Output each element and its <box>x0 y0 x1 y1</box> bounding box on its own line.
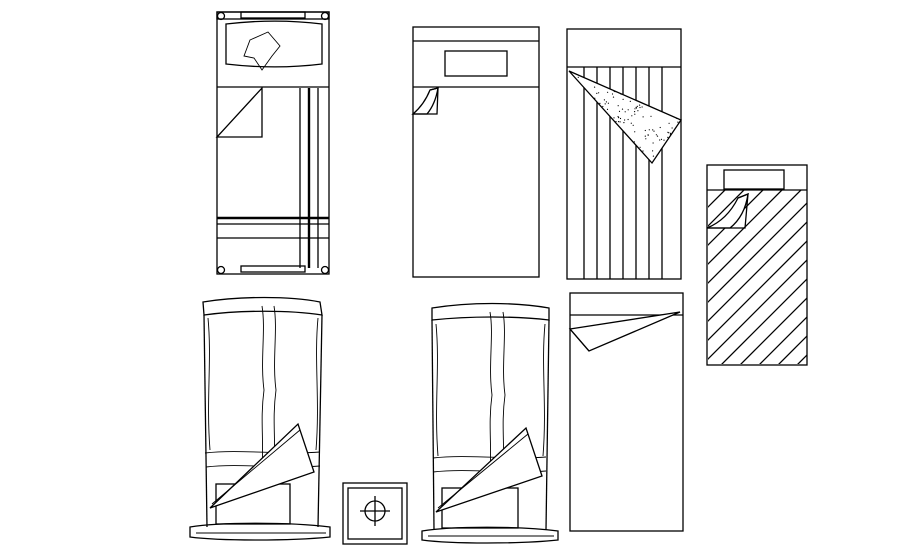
bed-plan-striped-dotted-fold <box>566 28 682 280</box>
bed-plan-diagonal-fold <box>568 292 684 532</box>
nightstand-plan <box>342 482 408 545</box>
bed-plan-hatched-small <box>706 164 808 366</box>
bed-plan-pillow-striped-sheet <box>215 11 330 275</box>
bed-elevation-right <box>421 302 559 544</box>
bed-elevation-left <box>189 296 331 541</box>
bed-plan-plain-folded-corner <box>411 26 540 278</box>
